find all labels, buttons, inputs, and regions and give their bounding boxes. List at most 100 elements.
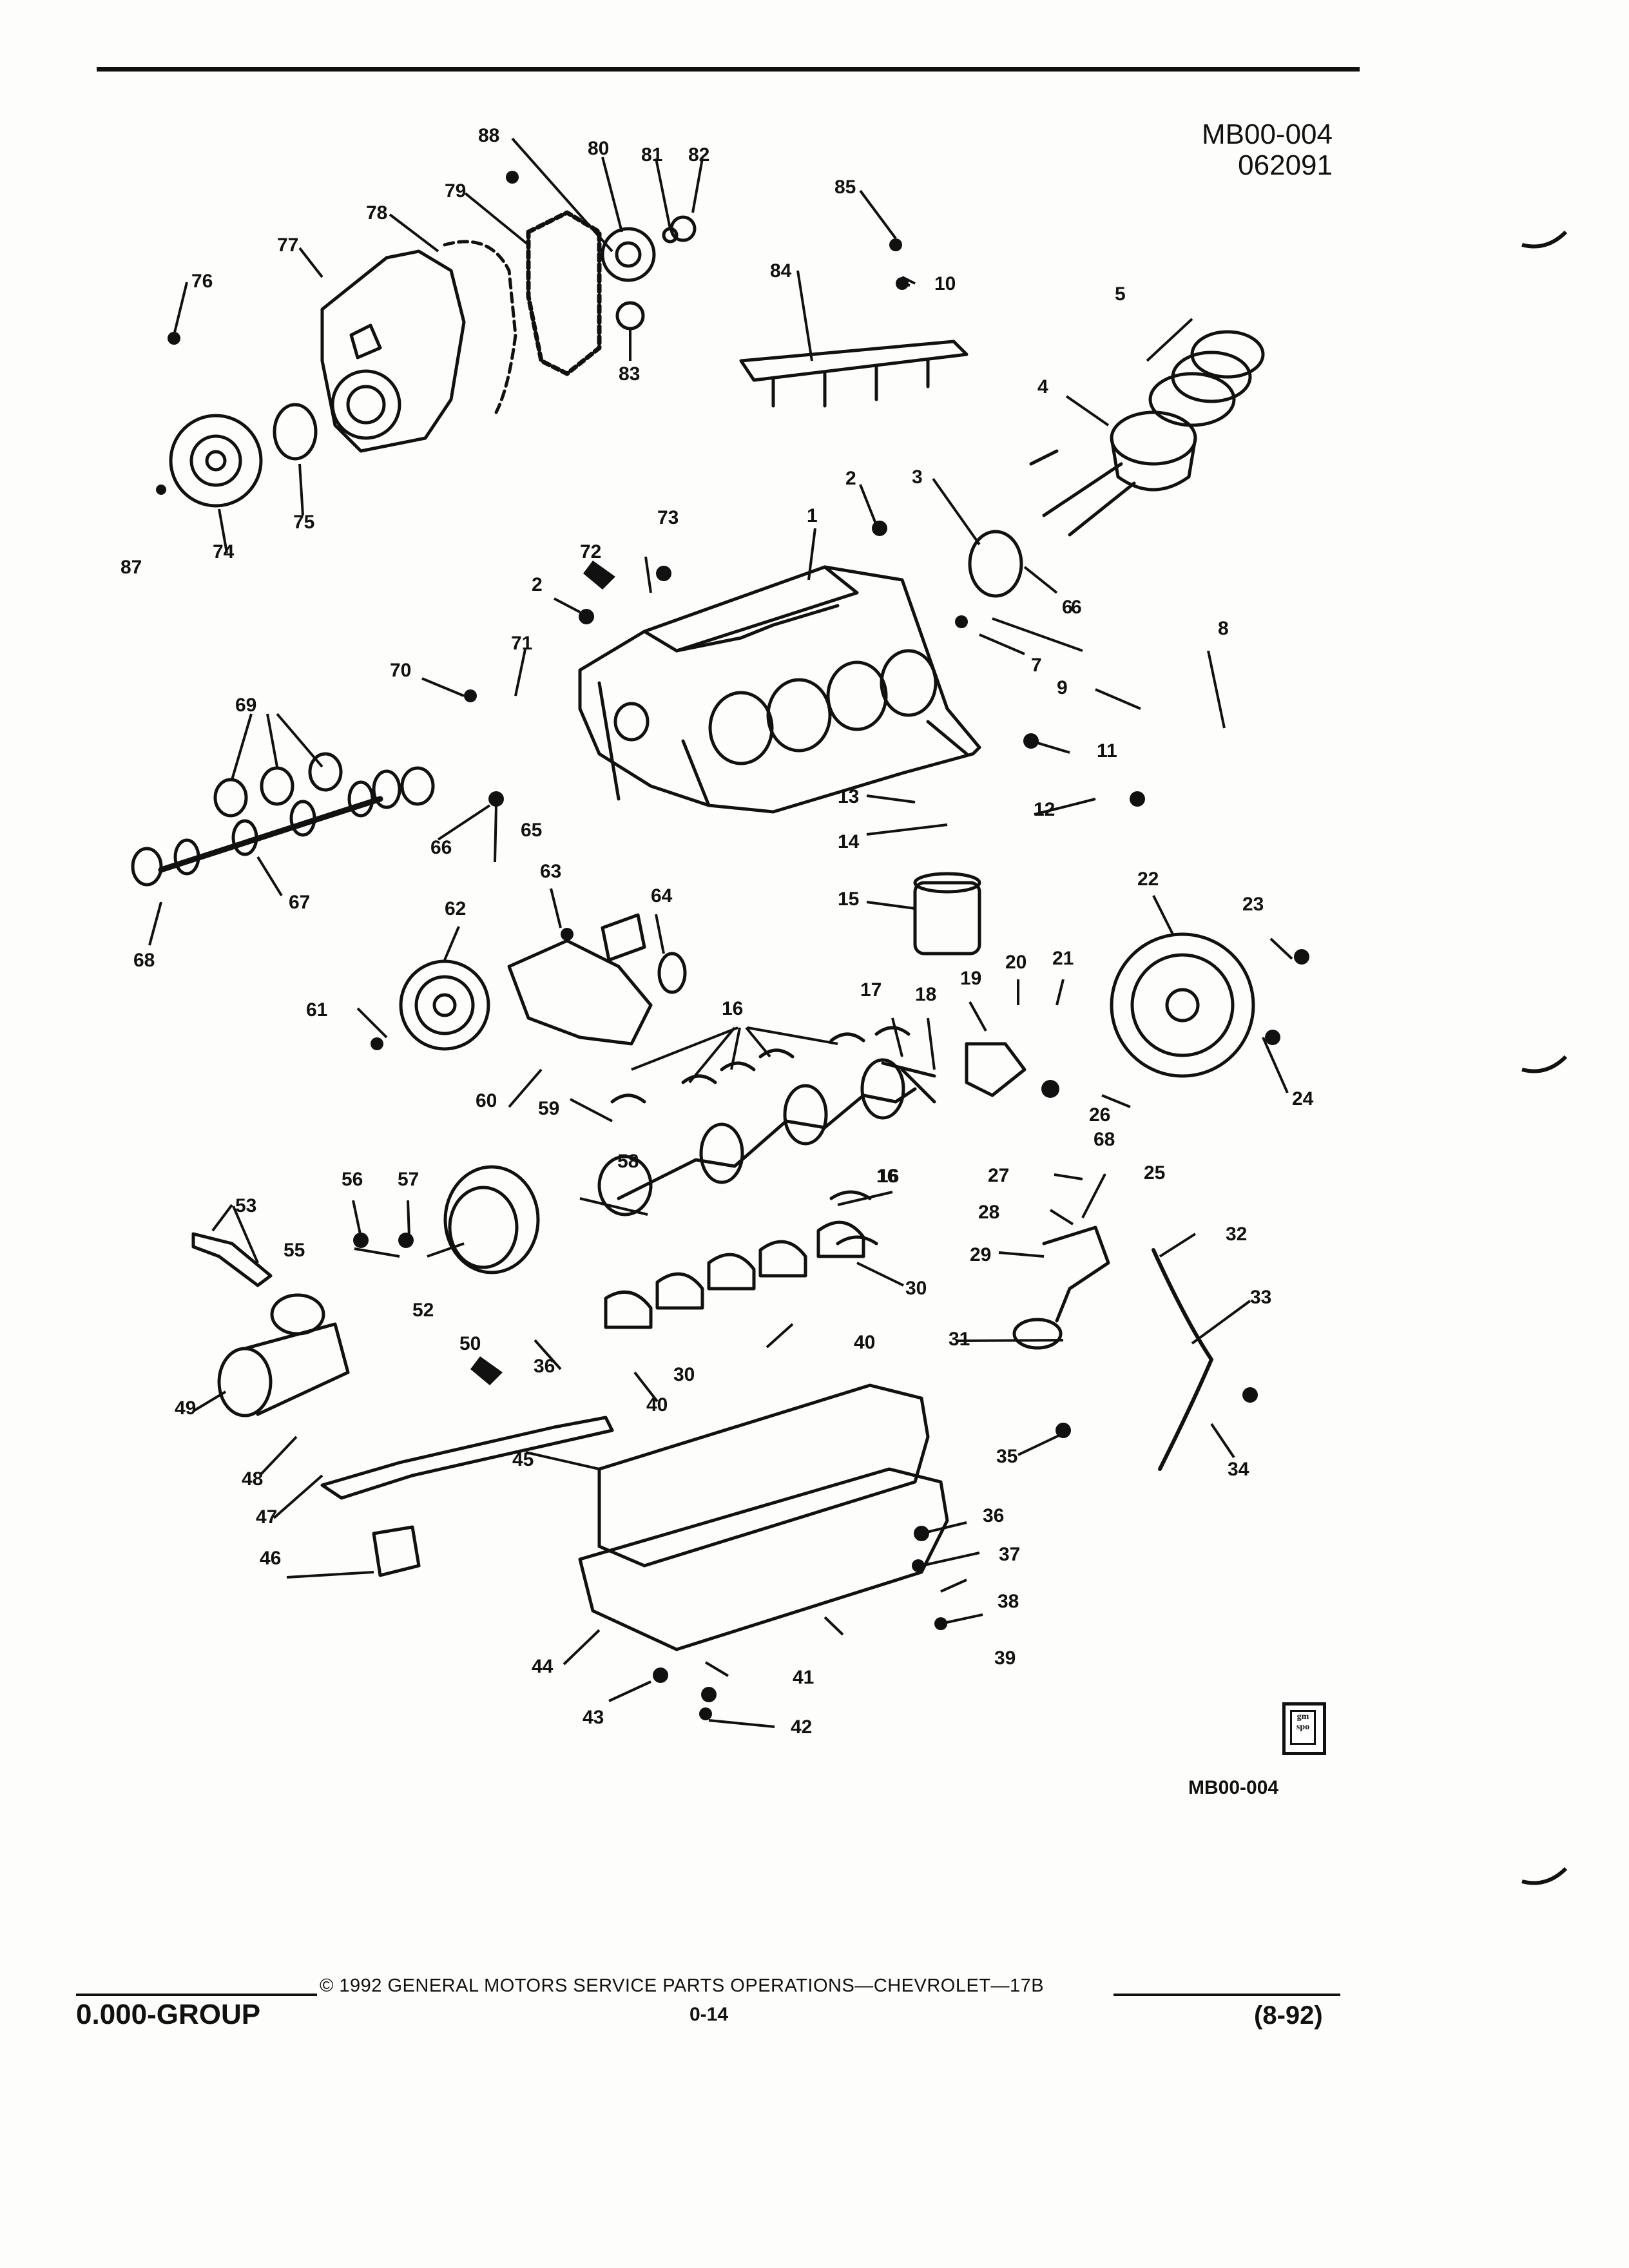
callout-labels: 1 2 2 3 4 5 6 6 7 8 9 10 11 12 13 14 15 …	[120, 125, 1314, 1738]
diagram-id: MB00-004	[1201, 119, 1333, 150]
callout: 88	[478, 125, 499, 146]
callout: 16	[878, 1166, 899, 1187]
callout: 27	[988, 1165, 1009, 1186]
callout: 23	[1242, 894, 1264, 915]
callout: 15	[838, 889, 859, 910]
callout: 36	[534, 1356, 555, 1377]
starter-motor-drawing	[217, 1293, 350, 1418]
callout: 22	[1137, 869, 1159, 890]
callout: 2	[845, 468, 856, 489]
callout: 77	[277, 235, 298, 256]
callout: 2	[532, 574, 543, 595]
water-pump-drawing	[399, 913, 687, 1051]
callout: 26	[1089, 1104, 1110, 1126]
callout: 82	[688, 144, 709, 166]
callout: 21	[1052, 948, 1074, 969]
callout: 7	[1031, 655, 1042, 676]
callout: 70	[390, 660, 411, 681]
callout: 19	[960, 968, 981, 989]
callout: 24	[1292, 1088, 1314, 1110]
callout: 84	[770, 260, 792, 282]
callout: 31	[949, 1329, 970, 1350]
callout: 38	[998, 1591, 1019, 1612]
callout: 12	[1034, 799, 1055, 820]
callout: 59	[538, 1098, 559, 1119]
callout: 8	[1218, 618, 1229, 639]
crankshaft-drawing	[597, 1058, 917, 1216]
callout: 79	[445, 180, 466, 202]
copyright-line: © 1992 GENERAL MOTORS SERVICE PARTS OPER…	[320, 1975, 1045, 1996]
piston-assembly-drawing	[968, 330, 1265, 598]
callout: 58	[617, 1151, 639, 1172]
callout: 61	[306, 999, 327, 1021]
callout: 85	[834, 177, 856, 198]
callout: 48	[242, 1468, 263, 1490]
figure-label: MB00-004	[1188, 1777, 1279, 1798]
callout: 42	[791, 1716, 812, 1738]
callout: 57	[398, 1169, 419, 1190]
callout: 32	[1226, 1224, 1247, 1245]
callout: 18	[915, 984, 936, 1005]
callout: 33	[1250, 1287, 1271, 1308]
callout: 87	[120, 557, 142, 578]
camshaft-drawing	[131, 769, 401, 887]
callout: 39	[994, 1648, 1016, 1669]
callout: 4	[1037, 376, 1048, 398]
timing-chain-drawing	[526, 210, 602, 376]
callout: 60	[476, 1090, 497, 1111]
callout: 71	[511, 633, 532, 654]
callout: 13	[838, 786, 859, 807]
callout: 74	[213, 541, 235, 562]
footer-rule-left	[76, 1994, 317, 1996]
callout: 6	[1071, 597, 1082, 618]
revision-date: (8-92)	[1254, 2001, 1323, 2030]
callout: 40	[646, 1394, 668, 1416]
margin-mark	[1521, 1055, 1568, 1073]
callout: 56	[342, 1169, 363, 1190]
callout: 16	[722, 998, 743, 1019]
callout: 52	[412, 1300, 434, 1321]
callout: 36	[983, 1505, 1004, 1526]
callout: 6	[1062, 597, 1073, 618]
callout: 3	[912, 466, 923, 488]
callout: 5	[1115, 284, 1126, 305]
callout: 55	[284, 1240, 305, 1261]
page-number: 0-14	[689, 2004, 729, 2025]
callout: 10	[934, 273, 956, 294]
callout: 75	[293, 512, 314, 533]
callout: 68	[133, 950, 155, 971]
callout: 25	[1144, 1162, 1165, 1184]
callout: 69	[235, 695, 256, 716]
callout: 41	[793, 1667, 814, 1688]
callout: 67	[289, 892, 310, 913]
callout: 81	[641, 144, 662, 166]
callout: 37	[999, 1544, 1020, 1565]
callout: 16	[876, 1166, 898, 1187]
callout: 80	[588, 138, 609, 159]
callout: 76	[191, 271, 213, 292]
date-code: 062091	[1238, 149, 1333, 181]
callout: 72	[580, 541, 601, 562]
callout: 1	[807, 505, 818, 526]
group-label: 0.000-GROUP	[76, 1999, 261, 2030]
oil-pan-drawing	[320, 1383, 949, 1651]
callout: 11	[1097, 740, 1117, 762]
callout: 47	[256, 1506, 277, 1528]
margin-mark	[1521, 230, 1568, 249]
callout: 66	[430, 837, 452, 858]
callout: 73	[657, 507, 679, 528]
engine-block-drawing	[578, 565, 981, 814]
callout: 30	[673, 1364, 695, 1385]
callout: 78	[366, 202, 387, 224]
callout: 50	[459, 1333, 481, 1354]
callout: 63	[540, 861, 561, 882]
callout: 9	[1057, 677, 1068, 698]
callout: 64	[651, 885, 673, 907]
margin-mark	[1521, 1867, 1568, 1885]
callout: 20	[1005, 952, 1027, 973]
callout: 17	[860, 979, 882, 1001]
callout: 65	[521, 820, 542, 841]
header-rule	[97, 67, 1360, 72]
